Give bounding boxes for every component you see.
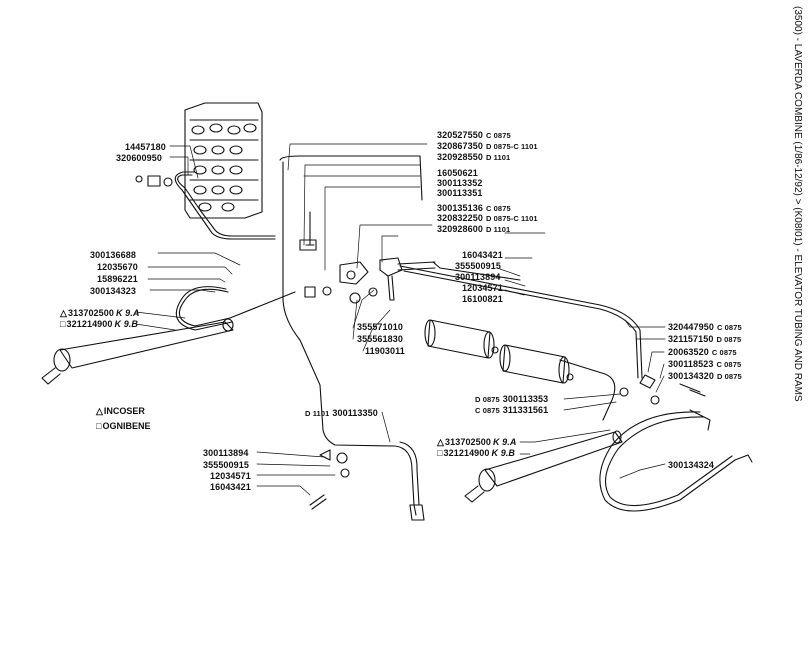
valve-block-drawing xyxy=(184,102,263,219)
hose-bottom xyxy=(394,445,417,516)
pipe-main-vertical xyxy=(282,161,396,447)
legend-ognibene: □OGNIBENE xyxy=(96,421,150,431)
part-label[interactable]: 300136688 xyxy=(90,250,136,260)
right-ram-drawing xyxy=(464,430,623,503)
part-label[interactable]: 16043421 xyxy=(462,250,503,260)
part-label[interactable]: 355561830 xyxy=(357,334,403,344)
part-label[interactable]: 355500915 xyxy=(203,460,249,470)
part-label[interactable]: 300134323 xyxy=(90,286,136,296)
accumulators-drawing xyxy=(424,319,574,384)
triangle-icon: △ xyxy=(60,308,68,318)
part-label[interactable]: 300113352 xyxy=(437,178,483,188)
triangle-icon: △ xyxy=(437,437,445,447)
page-title: (3500) - LAVERDA COMBINE (1/86-12/92) > … xyxy=(792,6,811,476)
part-label[interactable]: 16043421 xyxy=(210,482,251,492)
square-icon: □ xyxy=(60,319,66,329)
hose-right xyxy=(599,411,736,512)
part-label[interactable]: 16100821 xyxy=(462,294,503,304)
part-label[interactable]: 12034571 xyxy=(210,471,251,481)
hose-upper xyxy=(178,288,231,327)
pipe-upper-left xyxy=(177,174,276,237)
part-label[interactable]: 320600950 xyxy=(116,153,162,163)
part-label[interactable]: 15896221 xyxy=(97,274,138,284)
part-label[interactable]: 14457180 xyxy=(125,142,166,152)
square-icon: □ xyxy=(96,421,102,431)
part-label[interactable]: 16050621 xyxy=(437,168,478,178)
square-icon: □ xyxy=(437,448,443,458)
part-label[interactable]: 12034571 xyxy=(462,283,503,293)
part-label[interactable]: 12035670 xyxy=(97,262,138,272)
legend-incoser-text: INCOSER xyxy=(103,406,145,416)
part-label[interactable]: 355500915 xyxy=(455,261,501,271)
part-label[interactable]: 11903011 xyxy=(365,346,405,356)
legend-ognibene-text: OGNIBENE xyxy=(102,421,151,431)
triangle-icon: △ xyxy=(96,406,103,416)
part-label[interactable]: 300113894 xyxy=(203,448,249,458)
legend-incoser: △INCOSER xyxy=(96,406,145,417)
page-title-text: (3500) - LAVERDA COMBINE (1/86-12/92) > … xyxy=(792,6,803,402)
part-label[interactable]: 355571010 xyxy=(357,322,403,332)
part-label[interactable]: 300113351 xyxy=(437,188,483,198)
left-ram-drawing xyxy=(41,318,234,385)
part-label[interactable]: 300113894 xyxy=(455,272,501,282)
part-label[interactable]: 300134324 xyxy=(668,460,714,470)
pipe-right xyxy=(399,265,643,379)
